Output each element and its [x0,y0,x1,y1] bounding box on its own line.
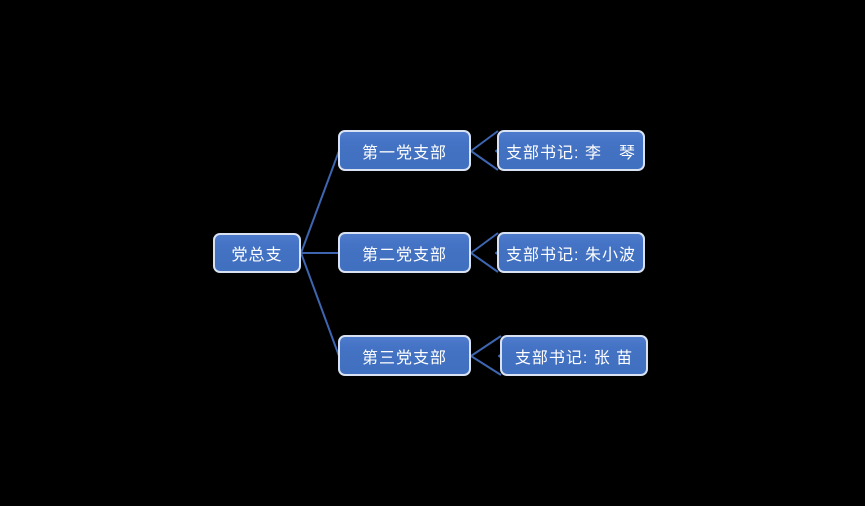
node-branch-2-label: 第二党支部 [361,246,447,264]
node-secretary-3-label: 支部书记: 张 苗 [514,349,634,367]
edge-branch2-secretary [470,232,499,273]
node-branch-2[interactable]: 第二党支部 [338,232,471,273]
node-secretary-1-label: 支部书记: 李 琴 [506,144,636,162]
edge-branch3-secretary [470,335,502,376]
node-root-label: 党总支 [231,247,283,264]
node-branch-3-label: 第三党支部 [361,349,447,367]
node-secretary-2-label: 支部书记: 朱小波 [506,246,636,264]
node-branch-1[interactable]: 第一党支部 [338,130,471,171]
node-secretary-2[interactable]: 支部书记: 朱小波 [497,232,645,273]
edge-root-branch-3 [300,252,340,357]
node-branch-1-label: 第一党支部 [361,144,447,162]
edge-root-branch-1 [300,150,340,254]
node-root[interactable]: 党总支 [213,233,301,273]
node-secretary-1[interactable]: 支部书记: 李 琴 [497,130,645,171]
edge-branch1-secretary [470,130,499,171]
node-secretary-3[interactable]: 支部书记: 张 苗 [500,335,648,376]
node-branch-3[interactable]: 第三党支部 [338,335,471,376]
